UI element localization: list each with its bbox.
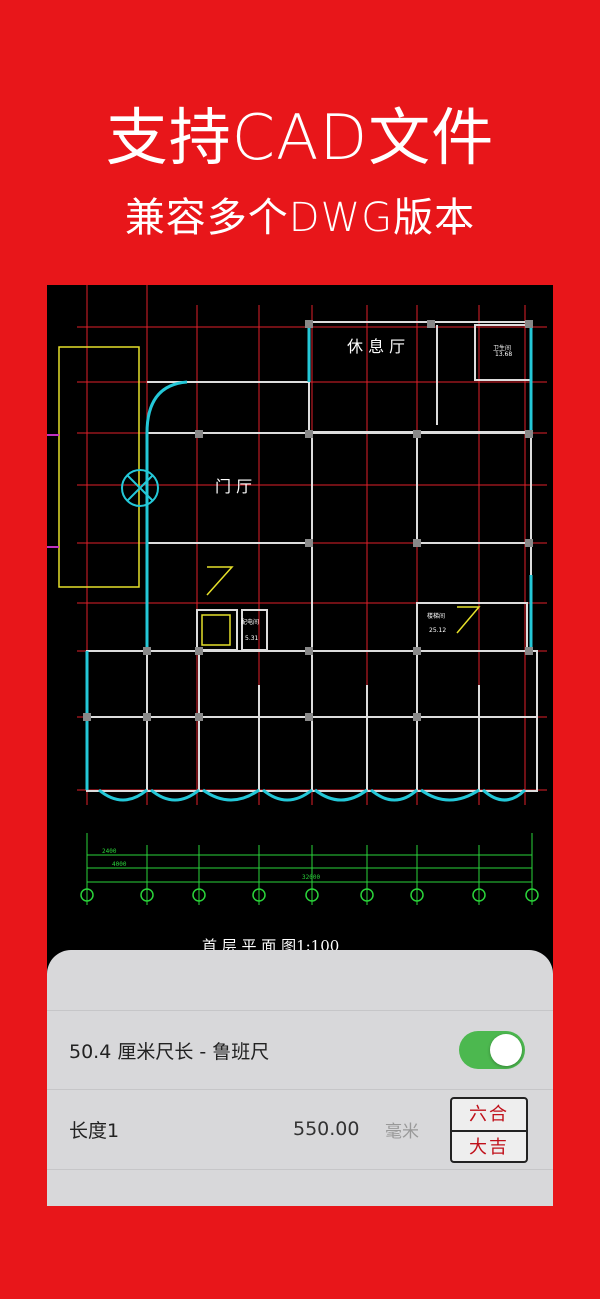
- toggle-knob: [490, 1034, 522, 1066]
- ruler-type-label: 50.4 厘米尺长 - 鲁班尺: [69, 1040, 270, 1063]
- room-area-stairs: 25.12: [429, 627, 447, 634]
- verdict-top: 六合: [452, 1099, 526, 1132]
- svg-text:32000: 32000: [302, 874, 320, 881]
- room-label-restroom: 卫生间: [493, 345, 512, 352]
- ruler-type-row[interactable]: 50.4 厘米尺长 - 鲁班尺: [47, 1010, 553, 1090]
- room-area-restroom: 13.68: [495, 351, 513, 358]
- verdict-bottom: 大吉: [469, 1137, 509, 1158]
- headline: 支持CAD文件: [105, 101, 495, 174]
- svg-text:2400: 2400: [102, 848, 117, 855]
- room-area-power: 5.31: [245, 635, 259, 642]
- svg-text:4000: 4000: [112, 861, 127, 868]
- cad-drawing-view[interactable]: 2400 4000 32000 休 息 厅 门 厅 卫生间 13.68 楼梯间 …: [47, 285, 553, 985]
- length-value: 550.00: [293, 1118, 360, 1140]
- ruler-toggle[interactable]: [459, 1031, 525, 1069]
- room-label-lobby: 门 厅: [215, 477, 253, 496]
- room-label-stairs: 楼梯间: [427, 613, 446, 620]
- room-label-power: 配电间: [241, 619, 260, 626]
- subline: 兼容多个DWG版本: [124, 195, 476, 241]
- length-unit: 毫米: [385, 1121, 419, 1142]
- floor-plan-drawing: 2400 4000 32000: [47, 285, 547, 905]
- room-label-lounge: 休 息 厅: [347, 337, 406, 356]
- length-label: 长度1: [69, 1119, 120, 1142]
- verdict-stamp: 六合 大吉: [450, 1097, 528, 1163]
- ruler-sheet: 50.4 厘米尺长 - 鲁班尺 长度1 550.00 毫米 六合 大吉: [47, 950, 553, 1206]
- length-row[interactable]: 长度1 550.00 毫米 六合 大吉: [47, 1089, 553, 1170]
